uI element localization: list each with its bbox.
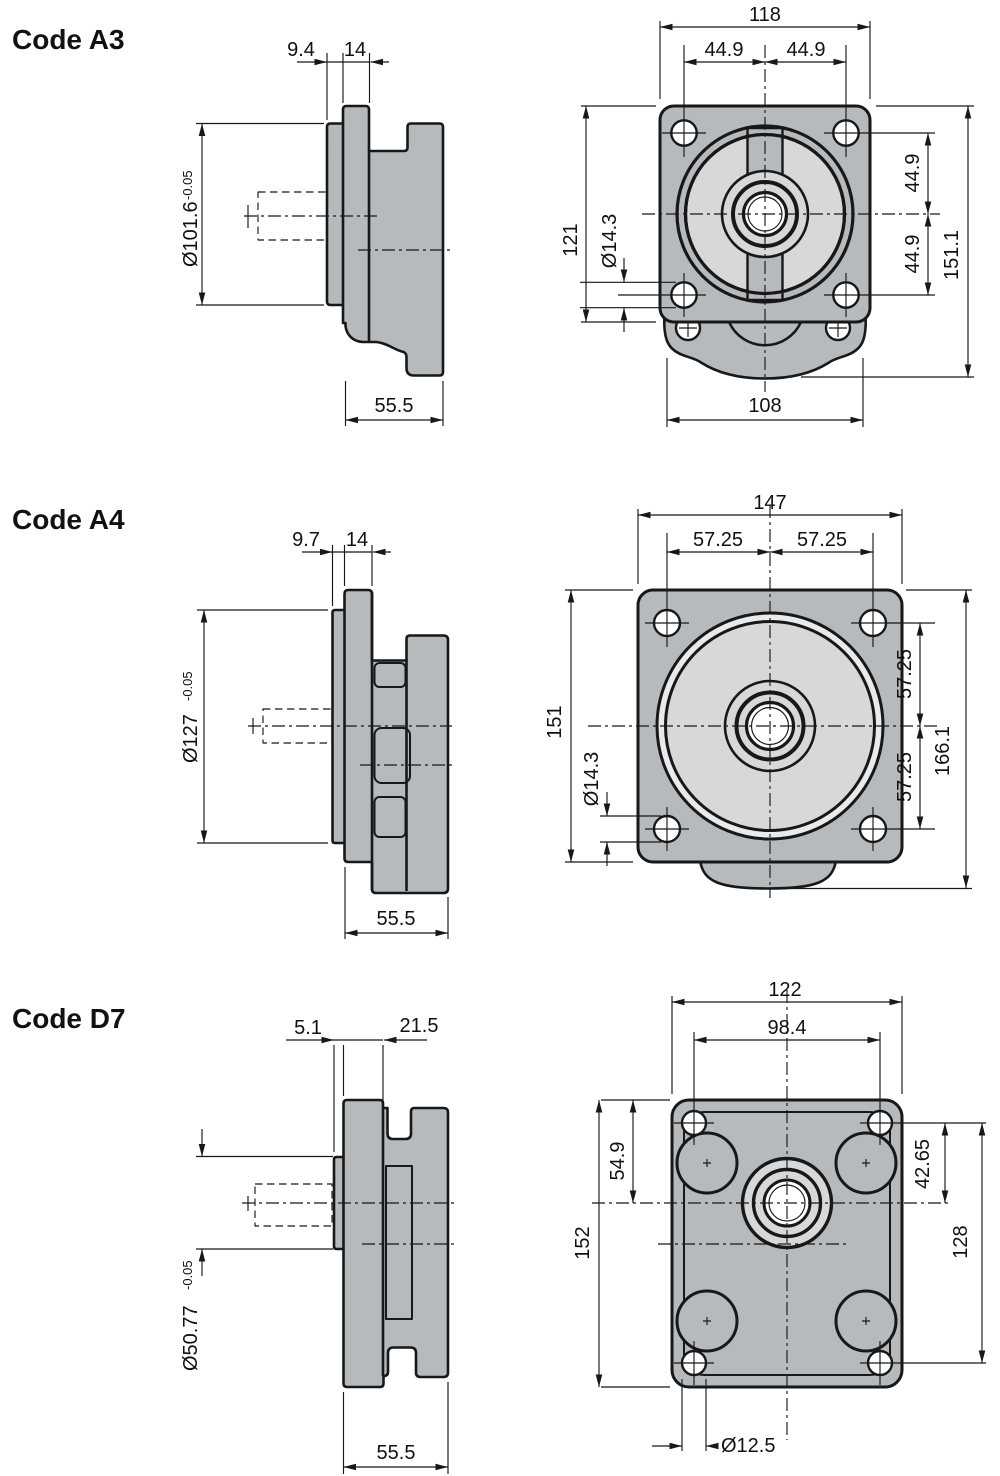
extension-lines [344, 867, 449, 939]
section-a4: Code A4 9.7 14 Ø127 -0.05 [12, 492, 972, 939]
a4-web-step [373, 662, 407, 688]
d7-side-view: 5.1 21.5 Ø50.77 -0.05 55.5 [180, 1015, 456, 1474]
boss-center-marks [703, 1159, 870, 1325]
extension-lines [196, 1155, 333, 1250]
section-d7: Code D7 5.1 21.5 Ø50.77 -0.05 [12, 979, 986, 1474]
dim-text-width: 122 [768, 979, 801, 1001]
a4-side-centerlines [248, 725, 452, 766]
dim-text-depth: 55.5 [377, 1442, 416, 1464]
a4-side-dimensions: 9.7 14 Ø127 -0.05 55.5 [180, 529, 449, 939]
dim-text: 44.9 [902, 235, 924, 274]
dim-text-hole: Ø12.5 [721, 1435, 775, 1457]
extension-lines [565, 589, 633, 863]
section-a4-label: Code A4 [12, 504, 125, 535]
a4-side-view: 9.7 14 Ø127 -0.05 55.5 [180, 529, 452, 939]
dim-text: 57.25 [894, 649, 916, 699]
extension-lines [342, 1382, 449, 1474]
dim-text: 44.9 [902, 154, 924, 193]
dim-text-b: 21.5 [400, 1015, 439, 1037]
hole-crosshairs-and-extensions [600, 533, 935, 851]
dim-text-top-axis: 54.9 [607, 1142, 629, 1181]
dim-text-total-height: 151.1 [941, 230, 963, 280]
dim-text-a: 9.7 [292, 529, 320, 551]
a3-side-centerlines [244, 215, 452, 251]
dim-text-height: 151 [544, 705, 566, 738]
extension-lines [801, 105, 974, 378]
a3-side-view: 9.4 14 Ø101.6 -0.05 55.5 [180, 39, 452, 426]
dim-text-diameter: Ø50.77 [180, 1305, 202, 1371]
dim-text-axis-offset: 42.65 [912, 1139, 934, 1189]
dim-text: 57.25 [797, 529, 847, 551]
d7-side-dimensions: 5.1 21.5 Ø50.77 -0.05 55.5 [180, 1015, 449, 1474]
a4-web-step [373, 727, 411, 784]
section-a3-label: Code A3 [12, 24, 125, 55]
a4-front-centerlines [588, 505, 938, 898]
dim-text-bottom-width: 108 [748, 395, 781, 417]
dim-text-bolt-height: 128 [950, 1225, 972, 1258]
a3-front-centerlines [642, 45, 940, 392]
extension-lines [671, 996, 903, 1094]
a3-front-dimensions: 118 44.9 44.9 121 Ø14.3 44.9 44.9 151.1 [560, 4, 974, 427]
dim-text-b: 14 [344, 39, 366, 61]
dim-text: 57.25 [693, 529, 743, 551]
dim-text-depth: 55.5 [377, 908, 416, 930]
dim-text-hole: Ø14.3 [599, 214, 621, 268]
hole-cross-marks [679, 319, 847, 337]
dim-text-a: 9.4 [287, 39, 315, 61]
extension-lines [790, 589, 972, 890]
extension-lines [581, 105, 656, 323]
dim-text: 44.9 [787, 39, 826, 61]
a3-side-body-outline [325, 104, 445, 377]
d7-web-edge [385, 1165, 413, 1320]
a3-side-dimensions: 9.4 14 Ø101.6 -0.05 55.5 [180, 39, 444, 426]
extension-lines [637, 509, 903, 584]
d7-side-shaft-hidden [254, 1183, 333, 1227]
a3-front-view: 118 44.9 44.9 121 Ø14.3 44.9 44.9 151.1 [560, 4, 974, 427]
dim-text: 44.9 [705, 39, 744, 61]
extension-lines [333, 1045, 384, 1152]
d7-side-centerlines [242, 1202, 456, 1245]
dim-text-height: 152 [572, 1226, 594, 1259]
hole-crosshairs-and-extensions [580, 45, 935, 317]
extension-lines [659, 21, 871, 99]
extension-lines [197, 609, 328, 844]
dim-text-hole: Ø14.3 [581, 752, 603, 806]
extension-lines [196, 122, 324, 306]
d7-front-view: 122 98.4 54.9 152 42.65 128 Ø12.5 [572, 979, 986, 1457]
dim-text-total-height: 166.1 [932, 726, 954, 776]
d7-front-dimensions: 122 98.4 54.9 152 42.65 128 Ø12.5 [572, 979, 986, 1457]
dim-text-height: 121 [560, 223, 582, 256]
a3-side-shaft-hidden [257, 191, 328, 241]
extension-lines [326, 53, 371, 120]
dim-text: 57.25 [894, 752, 916, 802]
section-d7-label: Code D7 [12, 1003, 126, 1034]
dim-text-b: 14 [346, 529, 368, 551]
a4-front-view: 147 57.25 57.25 151 Ø14.3 57.25 57.25 16… [544, 492, 972, 898]
a4-front-dimensions: 147 57.25 57.25 151 Ø14.3 57.25 57.25 16… [544, 492, 972, 890]
a4-web-step [373, 796, 407, 838]
dim-text-tolerance: -0.05 [180, 170, 195, 200]
dim-text-bolt-width: 98.4 [768, 1017, 807, 1039]
a3-side-internal-edges [341, 123, 371, 342]
dim-text-diameter: Ø127 [180, 714, 202, 763]
dim-text-tolerance: -0.05 [180, 1260, 195, 1290]
d7-front-centerlines [592, 990, 948, 1440]
a4-side-body-outline [331, 588, 450, 895]
dim-text-diameter: Ø101.6 [180, 201, 202, 267]
extension-lines [666, 358, 864, 427]
dim-text-a: 5.1 [294, 1017, 322, 1039]
section-a3: Code A3 9.4 14 Ø101.6 -0.05 55.5 [12, 4, 974, 427]
dim-text-depth: 55.5 [375, 395, 414, 417]
dim-text-width: 118 [749, 4, 781, 26]
dim-text-tolerance: -0.05 [180, 671, 195, 701]
dim-text-width: 147 [753, 492, 786, 514]
